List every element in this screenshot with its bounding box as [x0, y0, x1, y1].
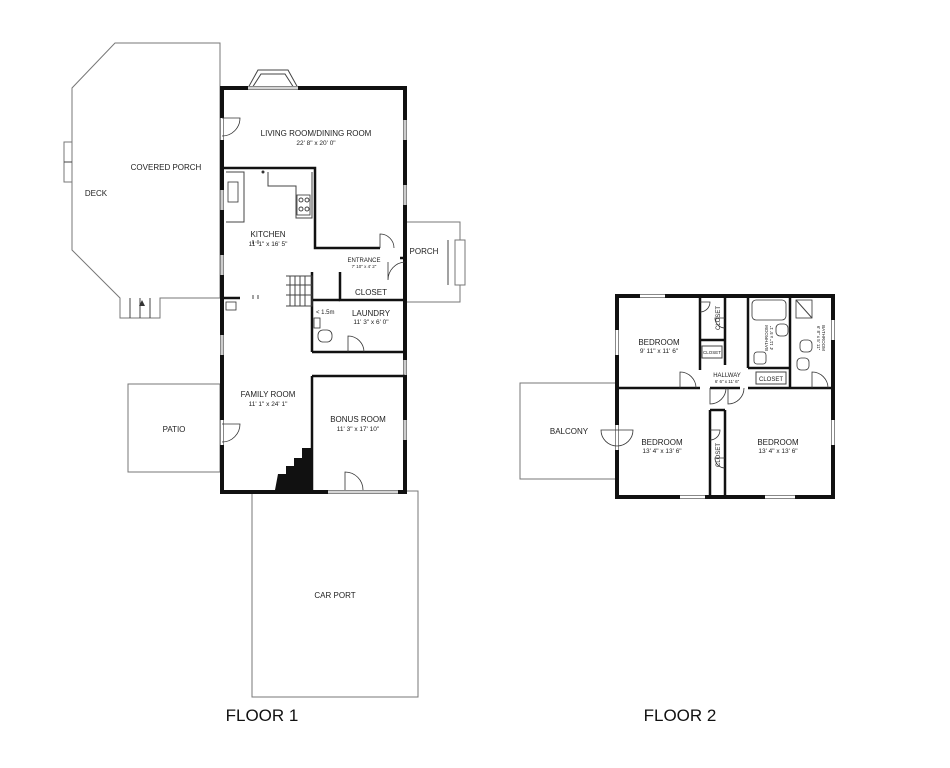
window-lines	[221, 87, 406, 493]
height-note: < 1.5m	[316, 310, 335, 316]
room-label-laundry: LAUNDRY	[352, 309, 391, 318]
room-label-closet-b: CLOSET	[703, 350, 721, 355]
room-dims-entrance: 7' 10" x 4' 2"	[352, 264, 377, 269]
door-swing	[221, 117, 241, 137]
room-label-closet-c: CLOSET	[759, 377, 783, 383]
room-dims-bedroom-nw: 9' 11" x 11' 6"	[640, 348, 679, 355]
up-arrow-icon	[139, 300, 145, 306]
room-label-bedroom-nw: BEDROOM	[638, 338, 680, 347]
room-label-bedroom-se: BEDROOM	[757, 438, 799, 447]
exterior-wall	[220, 86, 407, 494]
door-swing	[600, 429, 618, 447]
porch-post	[454, 239, 466, 286]
room-label-closet: CLOSET	[355, 288, 387, 297]
sink-icon	[227, 181, 239, 203]
door-swing	[727, 387, 745, 405]
room-label-family: FAMILY ROOM	[241, 390, 296, 399]
room-label-living: LIVING ROOM/DINING ROOM	[261, 129, 372, 138]
kitchen-island	[267, 172, 313, 219]
room-label-bathroom-b: BATHROOM	[821, 325, 826, 351]
door-swing	[699, 301, 711, 313]
under-stair-storage	[275, 448, 312, 490]
room-dims-bathroom-b: 6' 8" x 5' 11"	[816, 326, 821, 351]
door-swing	[709, 429, 721, 441]
window-marks	[615, 294, 835, 499]
room-label-kitchen: KITCHEN	[250, 230, 285, 239]
door-swing	[811, 371, 829, 389]
room-dims-bedroom-se: 13' 4" x 13' 6"	[758, 448, 798, 455]
door-swing	[387, 261, 406, 281]
door-swing	[714, 457, 726, 469]
closet-box	[755, 371, 787, 385]
door-swing	[344, 471, 364, 491]
room-dims-living: 22' 8" x 20' 0"	[296, 140, 336, 147]
floor-2-title: FLOOR 2	[644, 706, 717, 725]
room-label-covered-porch: COVERED PORCH	[131, 163, 202, 172]
room-label-deck: DECK	[85, 189, 108, 198]
room-label-patio: PATIO	[163, 425, 186, 434]
door-swing	[709, 387, 727, 405]
toilet-icon	[775, 323, 789, 337]
toilet-icon	[317, 329, 333, 343]
room-label-closet-d: CLOSET	[716, 443, 722, 467]
carport-outline	[251, 490, 419, 698]
room-dims-bathroom-a: 4' 11" x 5' 1"	[769, 325, 774, 350]
room-dims-laundry: 11' 3" x 6' 0"	[353, 319, 389, 326]
room-label-closet-a: CLOSET	[716, 306, 722, 330]
interior-wall	[222, 166, 380, 250]
balcony-outline	[519, 382, 617, 480]
door-swing	[379, 233, 395, 249]
toilet-icon	[799, 339, 813, 353]
door-swing	[679, 371, 697, 389]
room-label-balcony: BALCONY	[550, 427, 589, 436]
door-swing	[714, 317, 726, 329]
room-label-carport: CAR PORT	[314, 591, 355, 600]
room-dims-family: 11' 1" x 24' 1"	[249, 401, 288, 408]
porch-outline	[404, 221, 461, 303]
sink-icon	[796, 357, 810, 371]
door-swing	[347, 335, 365, 353]
room-label-entrance: ENTRANCE	[347, 258, 380, 264]
stove-icon	[296, 194, 311, 216]
kitchen-counter	[226, 171, 245, 223]
door-swing	[616, 429, 634, 447]
room-dims-hallway: 6' 6" x 11' 6"	[715, 379, 740, 384]
room-label-bonus: BONUS ROOM	[330, 415, 386, 424]
room-dims-bedroom-sw: 13' 4" x 13' 6"	[642, 448, 682, 455]
floor-2-plan: BEDROOM 9' 11" x 11' 6" CLOSET CLOSET BA…	[519, 294, 835, 725]
sink-icon	[313, 317, 321, 329]
bay-window	[247, 69, 299, 89]
room-label-hallway: HALLWAY	[713, 373, 741, 379]
floor-1-plan: LIVING ROOM/DINING ROOM 22' 8" x 20' 0" …	[63, 42, 466, 725]
room-label-bathroom-a: BATHROOM	[764, 325, 769, 351]
room-label-porch: PORCH	[410, 247, 439, 256]
closet-box	[701, 345, 723, 359]
bathtub-icon	[751, 299, 787, 321]
room-label-bedroom-sw: BEDROOM	[641, 438, 683, 447]
room-dims-kitchen: 11' 1" x 16' 5"	[249, 241, 288, 248]
stairs	[286, 275, 313, 307]
room-dims-bonus: 11' 3" x 17' 10"	[337, 426, 380, 433]
appliance-icon	[225, 301, 237, 311]
sink-icon	[753, 351, 767, 365]
deck-outline	[71, 42, 221, 319]
bay-window-inner	[251, 73, 295, 89]
floor-1-title: FLOOR 1	[226, 706, 299, 725]
door-swing	[221, 423, 241, 443]
